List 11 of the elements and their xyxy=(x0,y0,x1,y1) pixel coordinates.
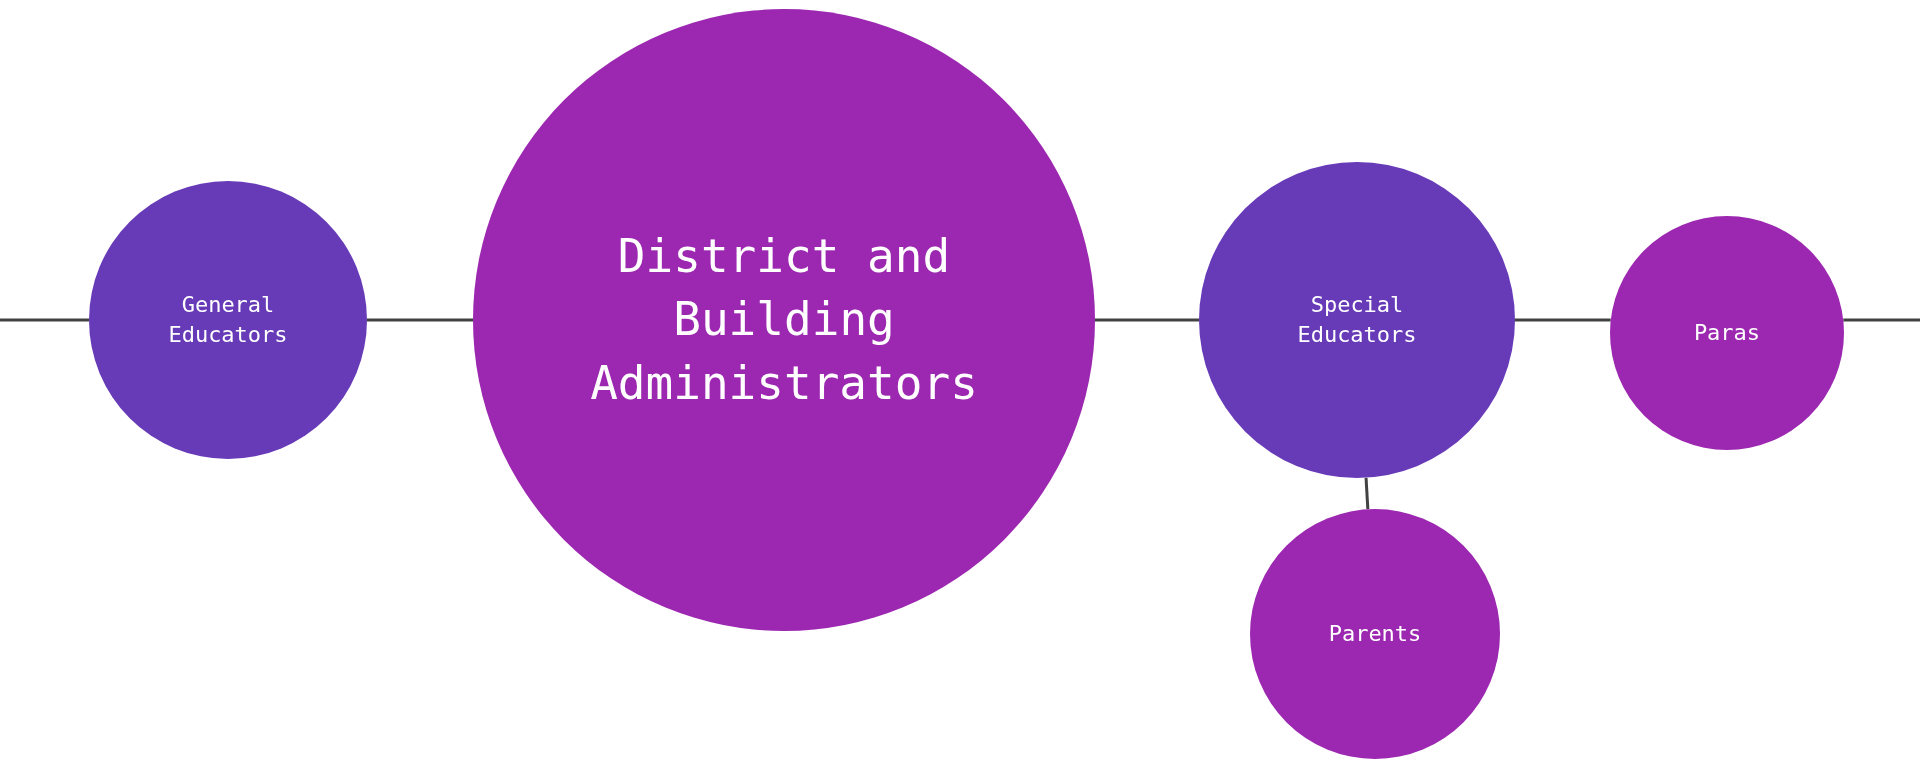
connector-line xyxy=(1095,318,1199,322)
node-label: Parents xyxy=(1328,619,1422,648)
node-label: Special Educators xyxy=(1296,290,1418,349)
connector-line xyxy=(367,318,473,322)
connector-line xyxy=(1515,318,1611,322)
connector-line xyxy=(1843,318,1920,322)
node-label: General Educators xyxy=(167,290,289,349)
connector-line xyxy=(1364,477,1370,510)
node-label: District and Building Administrators xyxy=(589,228,979,412)
connector-line xyxy=(0,318,89,322)
node-label: Paras xyxy=(1693,318,1761,347)
